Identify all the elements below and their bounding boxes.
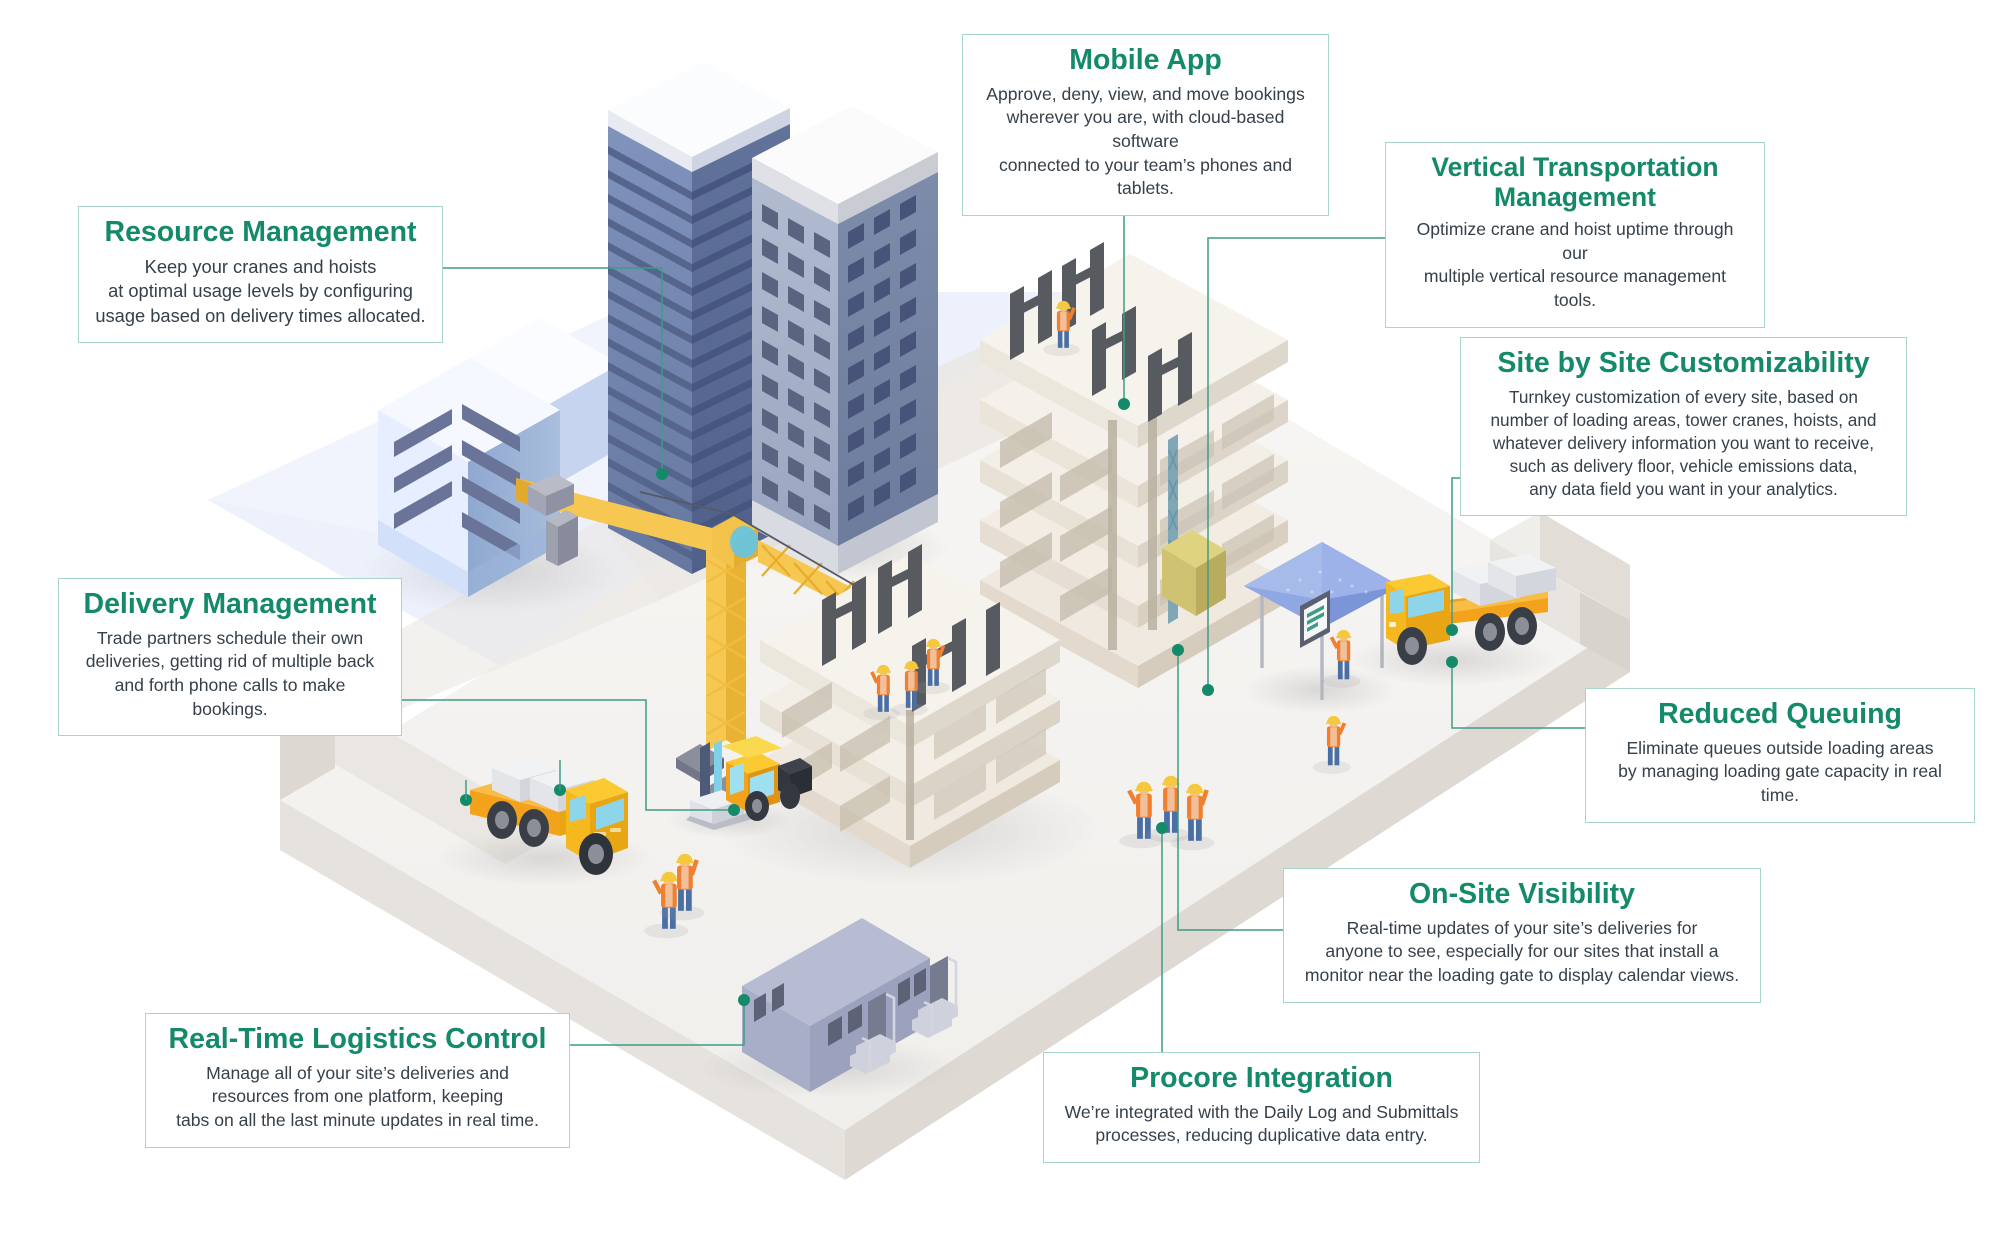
- callout-card-mobile-app[interactable]: Mobile App Approve, deny, view, and move…: [962, 34, 1329, 216]
- callout-body: Trade partners schedule their own delive…: [85, 627, 375, 719]
- callout-body: Approve, deny, view, and move bookings w…: [986, 83, 1305, 199]
- callout-card-procore-integration[interactable]: Procore Integration We’re integrated wit…: [1043, 1052, 1480, 1164]
- callout-title: Site by Site Customizability: [1497, 347, 1870, 379]
- worker: [1312, 715, 1351, 774]
- callout-body: Optimize crane and hoist uptime through …: [1416, 219, 1734, 311]
- callout-body: Manage all of your site’s deliveries and…: [176, 1062, 539, 1131]
- worker: [913, 638, 950, 695]
- callout-card-delivery-management[interactable]: Delivery Management Trade partners sched…: [58, 578, 402, 737]
- callout-card-resource-management[interactable]: Resource Management Keep your cranes and…: [78, 206, 443, 344]
- worker: [891, 660, 928, 717]
- callout-body: Keep your cranes and hoists at optimal u…: [95, 255, 426, 326]
- callout-title: Reduced Queuing: [1658, 698, 1902, 730]
- worker: [660, 853, 705, 921]
- building-under-construction-low: [720, 544, 1100, 886]
- callout-body: Real-time updates of your site’s deliver…: [1304, 917, 1740, 986]
- worker: [863, 664, 900, 721]
- callout-body: We’re integrated with the Daily Log and …: [1064, 1101, 1459, 1146]
- callout-title: Resource Management: [104, 216, 417, 248]
- worker: [1119, 781, 1164, 849]
- callout-title: Mobile App: [1069, 44, 1222, 76]
- site-office-trailer: [698, 918, 962, 1098]
- callout-title: Real-Time Logistics Control: [168, 1023, 547, 1055]
- callout-card-site-by-site-customizability[interactable]: Site by Site Customizability Turnkey cus…: [1460, 337, 1907, 517]
- callout-title: Vertical Transportation Management: [1431, 152, 1719, 212]
- callout-title: On-Site Visibility: [1409, 878, 1635, 910]
- callout-body: Eliminate queues outside loading areas b…: [1618, 737, 1942, 806]
- worker: [644, 871, 689, 939]
- callout-card-real-time-logistics-control[interactable]: Real-Time Logistics Control Manage all o…: [145, 1013, 570, 1148]
- glass-office-building: [360, 318, 620, 614]
- callout-title: Procore Integration: [1130, 1062, 1393, 1094]
- callout-card-on-site-visibility[interactable]: On-Site Visibility Real-time updates of …: [1283, 868, 1761, 1003]
- worker: [1043, 300, 1080, 357]
- callout-card-vertical-transportation-management[interactable]: Vertical Transportation Management Optim…: [1385, 142, 1765, 328]
- callout-card-reduced-queuing[interactable]: Reduced Queuing Eliminate queues outside…: [1585, 688, 1975, 823]
- callout-title: Delivery Management: [83, 588, 377, 620]
- windowed-tower: [734, 106, 950, 582]
- callout-body: Turnkey customization of every site, bas…: [1490, 386, 1877, 500]
